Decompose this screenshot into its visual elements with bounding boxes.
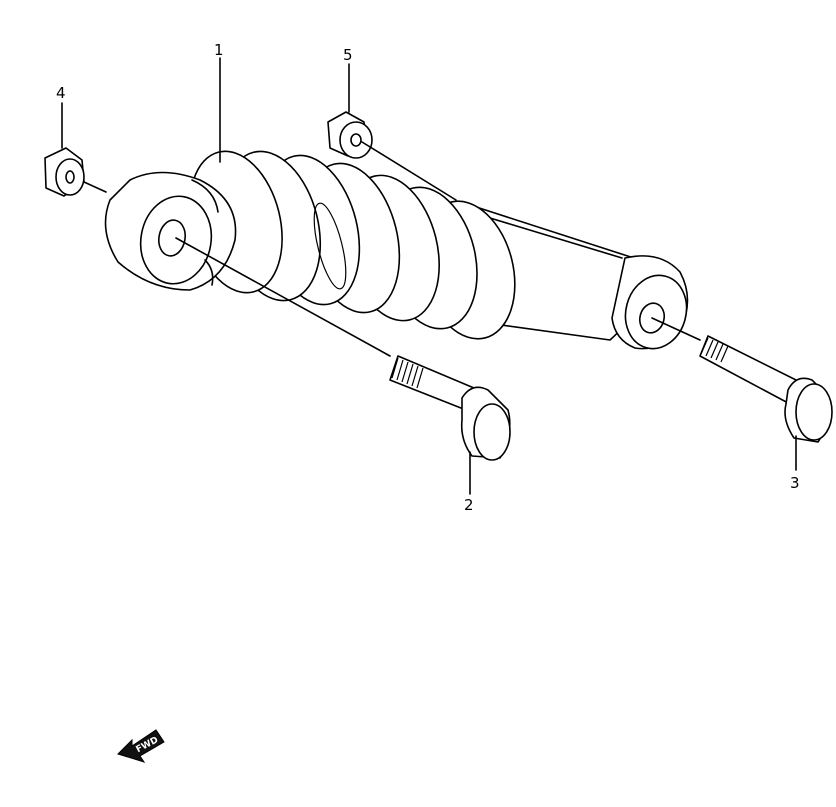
- fwd-arrow-icon: FWD: [117, 729, 165, 763]
- nut-4: [44, 147, 85, 197]
- callout-5: 5: [343, 46, 353, 64]
- lower-mount-eye: [611, 255, 689, 350]
- bolt-2: [389, 355, 511, 461]
- upper-mount-eye: [104, 171, 237, 291]
- callout-3: 3: [790, 474, 800, 492]
- nut-5: [327, 111, 373, 159]
- leader-lines: [61, 57, 797, 495]
- callout-1: 1: [214, 41, 224, 59]
- callout-4: 4: [56, 84, 66, 102]
- shock-absorber: [104, 150, 689, 350]
- callout-2: 2: [464, 496, 474, 514]
- bolt-3: [699, 335, 833, 443]
- coil-spring: [189, 150, 516, 340]
